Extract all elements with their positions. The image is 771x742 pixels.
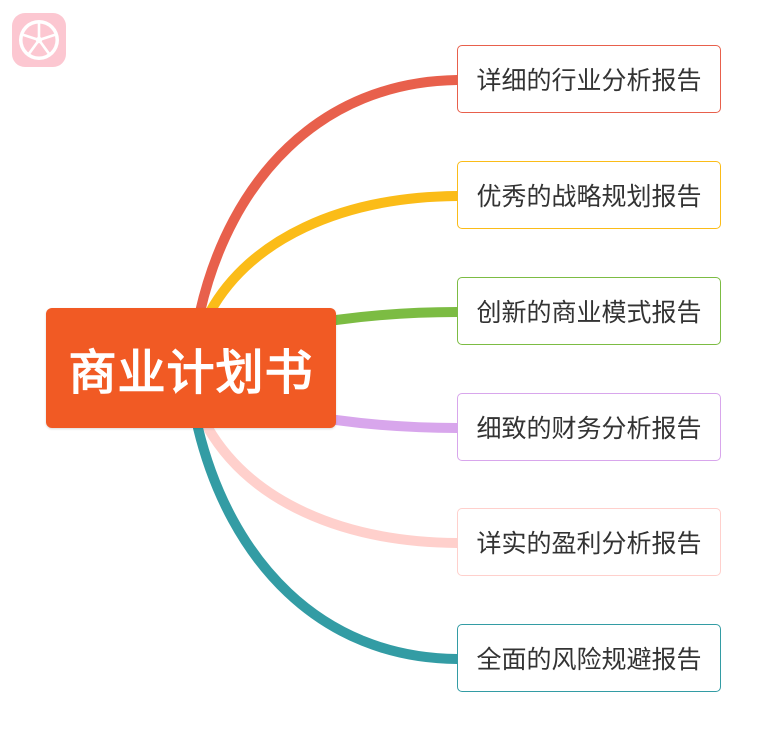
connector-line bbox=[195, 75, 462, 317]
branch-topic-business-model: 创新的商业模式报告 bbox=[457, 277, 721, 345]
branch-topic-profit-analysis: 详实的盈利分析报告 bbox=[457, 508, 721, 576]
branch-topic-industry-analysis: 详细的行业分析报告 bbox=[457, 45, 721, 113]
connector-line bbox=[331, 307, 462, 325]
connector-line bbox=[331, 415, 462, 433]
branch-topic-label: 详细的行业分析报告 bbox=[476, 66, 702, 95]
branch-topic-label: 详实的盈利分析报告 bbox=[476, 529, 702, 558]
root-topic-label: 商业计划书 bbox=[68, 345, 314, 401]
branch-topic-label: 全面的风险规避报告 bbox=[476, 645, 702, 674]
branch-topic-label: 细致的财务分析报告 bbox=[476, 414, 702, 443]
logo bbox=[12, 13, 66, 67]
branch-topic-financial-analysis: 细致的财务分析报告 bbox=[457, 393, 721, 461]
grapefruit-slice-icon bbox=[19, 20, 59, 60]
connector-line bbox=[203, 423, 462, 548]
connector-line bbox=[205, 191, 462, 317]
branch-topic-risk-avoidance: 全面的风险规避报告 bbox=[457, 624, 721, 692]
connector-line bbox=[193, 423, 462, 664]
branch-topic-label: 优秀的战略规划报告 bbox=[476, 182, 702, 211]
root-topic: 商业计划书 bbox=[46, 308, 336, 428]
branch-topic-strategic-planning: 优秀的战略规划报告 bbox=[457, 161, 721, 229]
branch-topic-label: 创新的商业模式报告 bbox=[476, 298, 702, 327]
